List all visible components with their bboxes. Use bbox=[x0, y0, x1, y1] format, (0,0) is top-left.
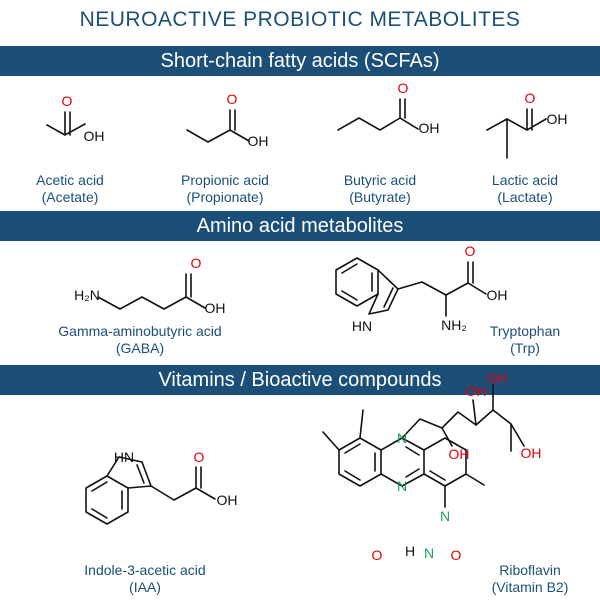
compound-alias: (Vitamin B2) bbox=[491, 579, 569, 595]
hydroxyl-label: OH bbox=[419, 120, 440, 136]
compound-name: Gamma-aminobutyric acid bbox=[58, 323, 222, 339]
compound-alias: (Lactate) bbox=[497, 189, 553, 205]
hydroxyl-label: OH bbox=[84, 128, 105, 144]
compound-alias: (IAA) bbox=[129, 579, 161, 595]
oxygen-label: O bbox=[372, 547, 383, 563]
riboflavin-structure bbox=[322, 384, 525, 508]
compound-alias: (Trp) bbox=[510, 340, 540, 356]
compound-alias: (GABA) bbox=[115, 340, 165, 356]
compound-label-acetic-acid: Acetic acid (Acetate) bbox=[15, 172, 125, 206]
nitrogen-label: N bbox=[440, 508, 450, 524]
compound-alias: (Acetate) bbox=[41, 189, 99, 205]
nitrogen-label: N bbox=[424, 545, 434, 561]
gaba-structure bbox=[97, 273, 206, 310]
butyric-acid-structure bbox=[337, 98, 419, 131]
nitrogen-label: N bbox=[397, 430, 407, 446]
oxygen-label: O bbox=[451, 547, 462, 563]
lactic-acid-structure bbox=[486, 108, 547, 159]
indole-nh-label: HN bbox=[114, 449, 134, 465]
hydroxyl-label: OH bbox=[217, 492, 238, 508]
iaa-structure bbox=[85, 456, 216, 525]
compound-name: Butyric acid bbox=[343, 172, 417, 188]
compound-label-tryptophan: Tryptophan (Trp) bbox=[475, 323, 575, 357]
nitrogen-label: N bbox=[397, 478, 407, 494]
hydroxyl-label: OH bbox=[466, 383, 487, 399]
compound-label-gaba: Gamma-aminobutyric acid (GABA) bbox=[40, 323, 240, 357]
compound-name: Propionic acid bbox=[181, 172, 269, 188]
oxygen-label: O bbox=[465, 243, 476, 259]
hydroxyl-label: OH bbox=[487, 370, 508, 386]
hydrogen-label: H bbox=[405, 543, 415, 559]
compound-name: Indole-3-acetic acid bbox=[84, 562, 206, 578]
compound-name: Lactic acid bbox=[491, 172, 559, 188]
amine-label: NH₂ bbox=[441, 317, 467, 333]
compound-alias: (Butyrate) bbox=[349, 189, 411, 205]
indole-nh-label: HN bbox=[352, 318, 372, 334]
page-title: NEUROACTIVE PROBIOTIC METABOLITES bbox=[79, 8, 521, 31]
compound-name: Acetic acid bbox=[36, 172, 104, 188]
compound-label-lactic-acid: Lactic acid (Lactate) bbox=[470, 172, 580, 206]
compound-label-propionic-acid: Propionic acid (Propionate) bbox=[160, 172, 290, 206]
hydroxyl-label: OH bbox=[449, 446, 470, 462]
compound-label-butyric-acid: Butyric acid (Butyrate) bbox=[320, 172, 440, 206]
hydroxyl-label: OH bbox=[547, 111, 568, 127]
section-heading-amino-acids: Amino acid metabolites bbox=[0, 211, 600, 241]
oxygen-label: O bbox=[398, 80, 409, 96]
acetic-acid-structure bbox=[46, 111, 86, 136]
compound-alias: (Propionate) bbox=[186, 189, 264, 205]
oxygen-label: O bbox=[194, 449, 205, 465]
hydroxyl-label: OH bbox=[521, 445, 542, 461]
compound-label-riboflavin: Riboflavin (Vitamin B2) bbox=[470, 562, 590, 596]
compound-name: Riboflavin bbox=[499, 562, 561, 578]
tryptophan-structure bbox=[335, 257, 487, 317]
hydroxyl-label: OH bbox=[205, 300, 226, 316]
hydroxyl-label: OH bbox=[248, 133, 269, 149]
compound-name: Tryptophan bbox=[489, 323, 561, 339]
amine-label: H₂N bbox=[74, 287, 100, 303]
section-heading-scfa: Short-chain fatty acids (SCFAs) bbox=[0, 46, 600, 76]
section-heading-vitamins: Vitamins / Bioactive compounds bbox=[0, 365, 600, 395]
oxygen-label: O bbox=[525, 90, 536, 106]
oxygen-label: O bbox=[227, 91, 238, 107]
hydroxyl-label: OH bbox=[487, 287, 508, 303]
compound-label-iaa: Indole-3-acetic acid (IAA) bbox=[60, 562, 230, 596]
oxygen-label: O bbox=[62, 93, 73, 109]
propionic-acid-structure bbox=[186, 109, 250, 143]
oxygen-label: O bbox=[191, 255, 202, 271]
